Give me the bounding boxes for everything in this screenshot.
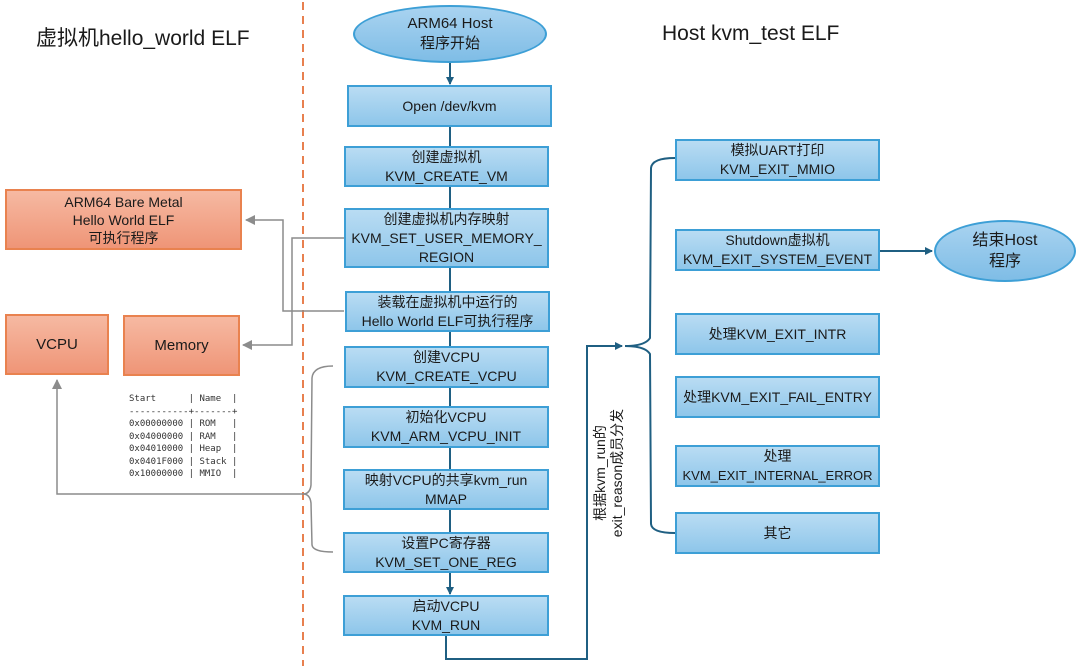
step-label: 创建虚拟机 [411, 148, 482, 165]
step-set-user-memory-region[interactable]: 创建虚拟机内存映射 KVM_SET_USER_MEMORY_ REGION [344, 208, 549, 268]
step-set-pc[interactable]: 设置PC寄存器 KVM_SET_ONE_REG [343, 532, 549, 573]
end-node-line1: 结束Host [972, 232, 1038, 249]
handler-label: 处理KVM_EXIT_INTR [708, 325, 847, 342]
step-label: 装载在虚拟机中运行的 [377, 293, 518, 310]
handler-label: 处理 [763, 448, 792, 464]
start-node-line1: ARM64 Host [407, 15, 493, 32]
step-label: 映射VCPU的共享kvm_run [364, 471, 528, 488]
step-detail: Hello World ELF可执行程序 [361, 312, 534, 329]
memory-map-row: 0x10000000 | MMIO | [129, 469, 238, 479]
handler-exit-mmio[interactable]: 模拟UART打印 KVM_EXIT_MMIO [675, 139, 880, 181]
step-label: 设置PC寄存器 [401, 534, 491, 551]
handler-api: KVM_EXIT_SYSTEM_EVENT [682, 251, 873, 267]
step-mmap-kvm-run[interactable]: 映射VCPU的共享kvm_run MMAP [343, 469, 549, 510]
end-node-line2: 程序 [988, 253, 1021, 270]
memory-map-row: 0x04000000 | RAM | [129, 431, 238, 442]
step-vcpu-init[interactable]: 初始化VCPU KVM_ARM_VCPU_INIT [343, 406, 549, 448]
memory-map-header: Start | Name | [129, 394, 238, 404]
handler-exit-intr[interactable]: 处理KVM_EXIT_INTR [675, 313, 880, 355]
step-api: KVM_RUN [411, 616, 481, 633]
handler-exit-internal-error[interactable]: 处理 KVM_EXIT_INTERNAL_ERROR [675, 445, 880, 487]
start-node-line2: 程序开始 [419, 35, 480, 52]
handler-label: 处理KVM_EXIT_FAIL_ENTRY [683, 388, 872, 405]
step-api-cont: REGION [418, 248, 475, 265]
step-open-kvm[interactable]: Open /dev/kvm [347, 85, 552, 127]
step-label: Open /dev/kvm [402, 97, 497, 114]
step-api: MMAP [425, 490, 467, 507]
dispatch-brace [624, 157, 676, 347]
dispatch-label-line1: 根据kvm_run的 [592, 425, 608, 521]
run-to-dispatch-line [445, 342, 623, 660]
guest-elf-line2: Hello World ELF [72, 211, 175, 228]
step-label: 初始化VCPU [405, 409, 487, 425]
handler-label: Shutdown虚拟机 [725, 232, 830, 248]
host-section-title: Host kvm_test ELF [662, 22, 840, 45]
step-api: KVM_ARM_VCPU_INIT [370, 428, 522, 444]
guest-elf-line3: 可执行程序 [88, 229, 159, 246]
load-elf-connector [245, 215, 344, 312]
step-create-vm[interactable]: 创建虚拟机 KVM_CREATE_VM [344, 146, 549, 187]
start-node[interactable]: ARM64 Host 程序开始 [353, 5, 547, 63]
end-node[interactable]: 结束Host 程序 [934, 220, 1076, 282]
guest-elf-box[interactable]: ARM64 Bare Metal Hello World ELF 可执行程序 [5, 189, 242, 250]
step-api: KVM_SET_USER_MEMORY_ [351, 229, 542, 246]
guest-memory-label: Memory [154, 337, 209, 354]
step-label: 创建VCPU [413, 349, 480, 365]
memory-map-row: 0x04010000 | Heap | [129, 444, 238, 454]
step-api: KVM_CREATE_VM [385, 167, 508, 184]
handler-api: KVM_EXIT_INTERNAL_ERROR [682, 468, 873, 483]
guest-section-title: 虚拟机hello_world ELF [36, 27, 250, 50]
dispatch-brace [624, 345, 676, 534]
handler-exit-system-event[interactable]: Shutdown虚拟机 KVM_EXIT_SYSTEM_EVENT [675, 229, 880, 271]
guest-vcpu-box[interactable]: VCPU [5, 314, 109, 375]
step-kvm-run[interactable]: 启动VCPU KVM_RUN [343, 595, 549, 636]
handler-exit-fail-entry[interactable]: 处理KVM_EXIT_FAIL_ENTRY [675, 376, 880, 418]
guest-elf-line1: ARM64 Bare Metal [64, 193, 183, 210]
step-api: KVM_SET_ONE_REG [375, 553, 517, 570]
step-create-vcpu[interactable]: 创建VCPU KVM_CREATE_VCPU [344, 346, 549, 388]
vcpu-brace [302, 493, 334, 553]
handler-other[interactable]: 其它 [675, 512, 880, 554]
step-label: 启动VCPU [412, 597, 480, 614]
handler-api: KVM_EXIT_MMIO [719, 161, 836, 177]
guest-memory-box[interactable]: Memory [123, 315, 240, 376]
handler-label: 模拟UART打印 [730, 142, 825, 158]
memory-map-table: Start | Name | -----------+-------+ 0x0000… [129, 393, 237, 481]
dispatch-label-line2: exit_reason成员分发 [609, 408, 625, 538]
memory-map-row: 0x00000000 | ROM | [129, 419, 238, 429]
handler-label: 其它 [763, 524, 792, 541]
guest-vcpu-label: VCPU [36, 336, 78, 353]
dispatch-label: 根据kvm_run的 exit_reason成员分发 [592, 393, 628, 553]
step-api: KVM_CREATE_VCPU [376, 368, 517, 384]
step-load-elf[interactable]: 装载在虚拟机中运行的 Hello World ELF可执行程序 [345, 291, 550, 332]
memory-map-connector [242, 237, 344, 350]
memory-map-row: 0x0401F000 | Stack | [129, 456, 238, 467]
memory-map-separator: -----------+-------+ [129, 406, 238, 417]
step-label: 创建虚拟机内存映射 [383, 210, 510, 227]
